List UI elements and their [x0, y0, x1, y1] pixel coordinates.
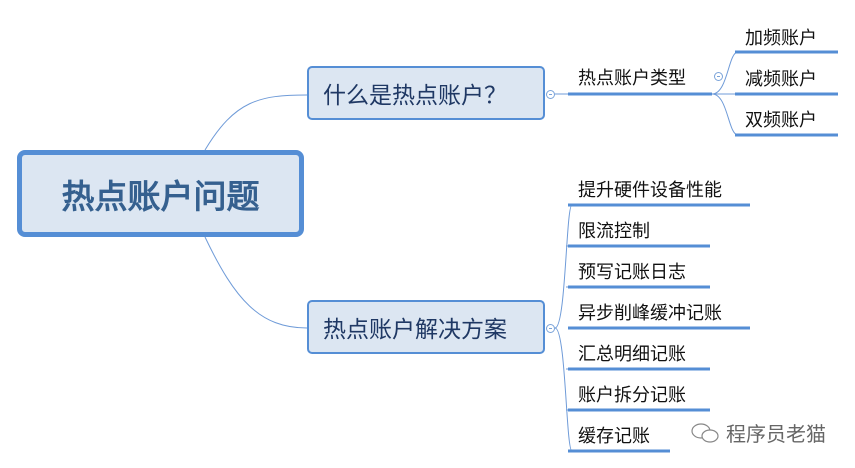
- collapse-icon[interactable]: [546, 90, 555, 99]
- collapse-icon[interactable]: [714, 72, 723, 81]
- topic-hot-account-types[interactable]: 热点账户类型: [578, 68, 686, 89]
- watermark: 程序员老猫: [690, 418, 826, 447]
- wechat-icon: [691, 422, 719, 443]
- leaf-topic[interactable]: 账户拆分记账: [578, 385, 686, 406]
- leaf-topic[interactable]: 双频账户: [745, 110, 817, 131]
- leaf-topic[interactable]: 减频账户: [745, 69, 817, 90]
- leaf-topic[interactable]: 异步削峰缓冲记账: [578, 303, 722, 324]
- collapse-icon[interactable]: [546, 324, 555, 333]
- leaf-topic[interactable]: 提升硬件设备性能: [578, 180, 722, 201]
- topic-label: 什么是热点账户？: [323, 83, 507, 109]
- topic-label: 热点账户解决方案: [323, 317, 507, 343]
- leaf-topic[interactable]: 缓存记账: [578, 426, 650, 447]
- topic-solutions[interactable]: 热点账户解决方案: [307, 300, 545, 354]
- root-label: 热点账户问题: [61, 176, 260, 216]
- watermark-text: 程序员老猫: [726, 422, 826, 446]
- topic-what-is-hot-account[interactable]: 什么是热点账户？: [307, 66, 545, 120]
- root-topic[interactable]: 热点账户问题: [17, 150, 304, 237]
- leaf-topic[interactable]: 加频账户: [745, 28, 817, 49]
- leaf-topic[interactable]: 预写记账日志: [578, 262, 686, 283]
- leaf-topic[interactable]: 限流控制: [578, 221, 650, 242]
- leaf-topic[interactable]: 汇总明细记账: [578, 344, 686, 365]
